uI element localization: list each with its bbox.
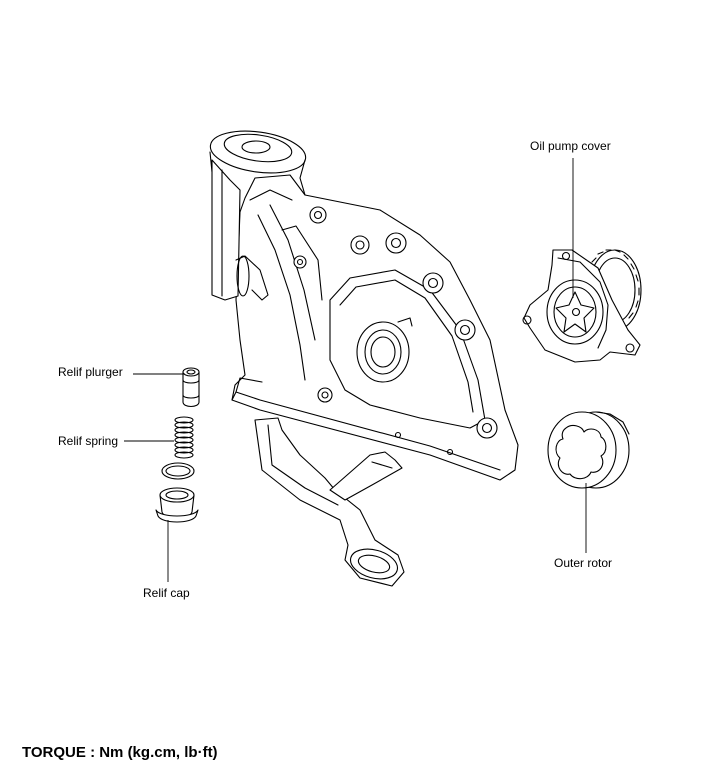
label-relief-spring: Relif spring — [58, 434, 119, 448]
relief-gasket — [161, 462, 195, 480]
torque-units-note: TORQUE : Nm (kg.cm, lb·ft) — [22, 744, 218, 761]
label-relief-plunger: Relif plurger — [58, 365, 123, 379]
relief-spring — [174, 416, 194, 459]
label-relief-cap: Relif cap — [143, 586, 190, 600]
outer-rotor — [547, 411, 630, 489]
leader-lines — [124, 158, 587, 582]
oil-pump-housing — [209, 130, 519, 481]
relief-cap — [155, 487, 199, 523]
oil-pump-cover — [522, 249, 642, 363]
label-outer-rotor: Outer rotor — [554, 556, 613, 570]
label-oil-pump-cover: Oil pump cover — [530, 139, 611, 153]
oil-strainer — [254, 417, 405, 587]
relief-plunger — [182, 367, 200, 408]
mounting-bosses — [293, 206, 498, 439]
